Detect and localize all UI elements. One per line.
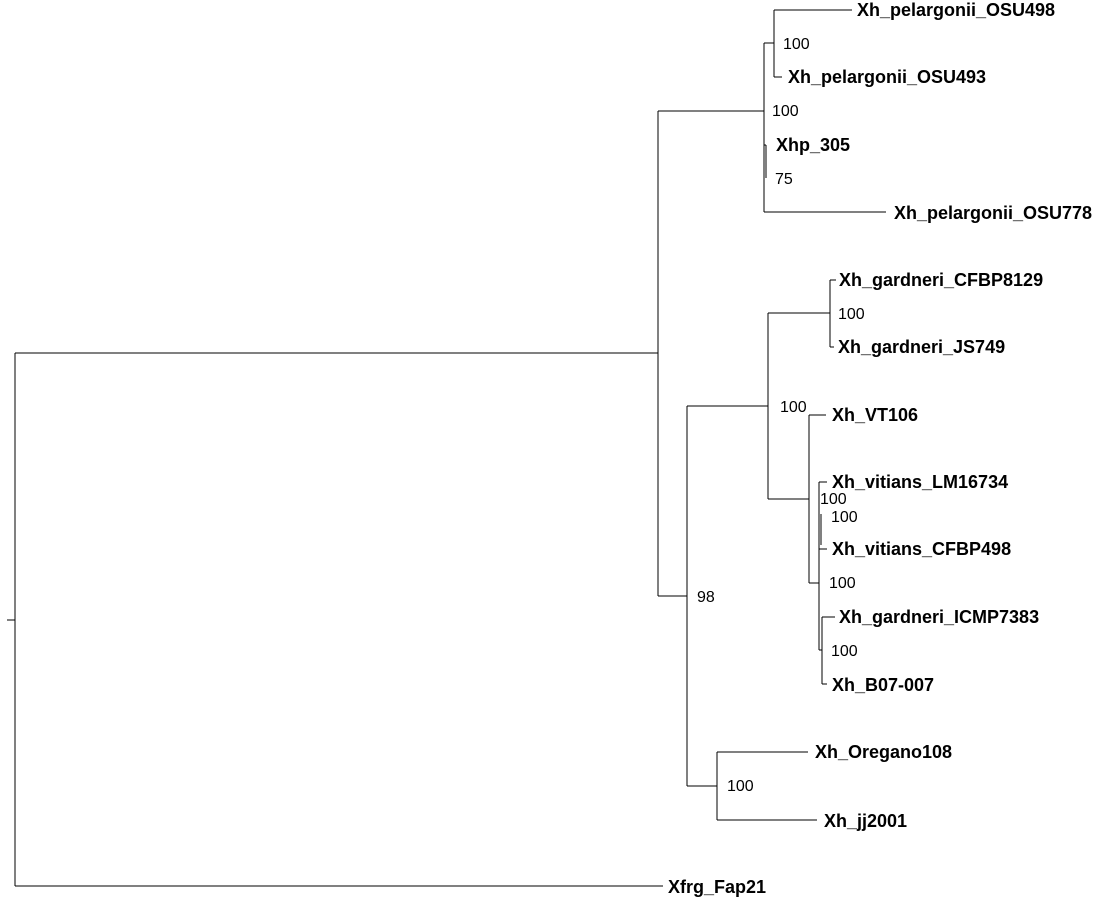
support-value: 100 [831,509,858,526]
leaf-label: Xh_VT106 [832,405,918,425]
leaf-label: Xh_pelargonii_OSU493 [788,67,986,87]
leaf-label: Xh_vitians_CFBP498 [832,539,1011,559]
leaf-label: Xh_B07-007 [832,675,934,695]
support-value: 100 [783,36,810,53]
leaf-label: Xh_pelargonii_OSU778 [894,203,1092,223]
support-value: 98 [697,589,715,606]
leaf-label: Xh_jj2001 [824,811,907,831]
leaf-label: Xh_gardneri_ICMP7383 [839,607,1039,627]
support-value: 100 [727,778,754,795]
support-value: 75 [775,171,793,188]
leaf-label: Xh_gardneri_CFBP8129 [839,270,1043,290]
leaf-label: Xh_vitians_LM16734 [832,472,1008,492]
support-value: 100 [831,643,858,660]
support-value: 100 [820,491,847,508]
support-value: 100 [780,399,807,416]
support-value: 100 [772,103,799,120]
leaf-label: Xh_Oregano108 [815,742,952,762]
leaf-label: Xfrg_Fap21 [668,877,766,897]
leaf-label: Xh_gardneri_JS749 [838,337,1005,357]
leaf-label: Xh_pelargonii_OSU498 [857,0,1055,20]
support-value: 100 [829,575,856,592]
support-value: 100 [838,306,865,323]
leaf-label: Xhp_305 [776,135,850,155]
